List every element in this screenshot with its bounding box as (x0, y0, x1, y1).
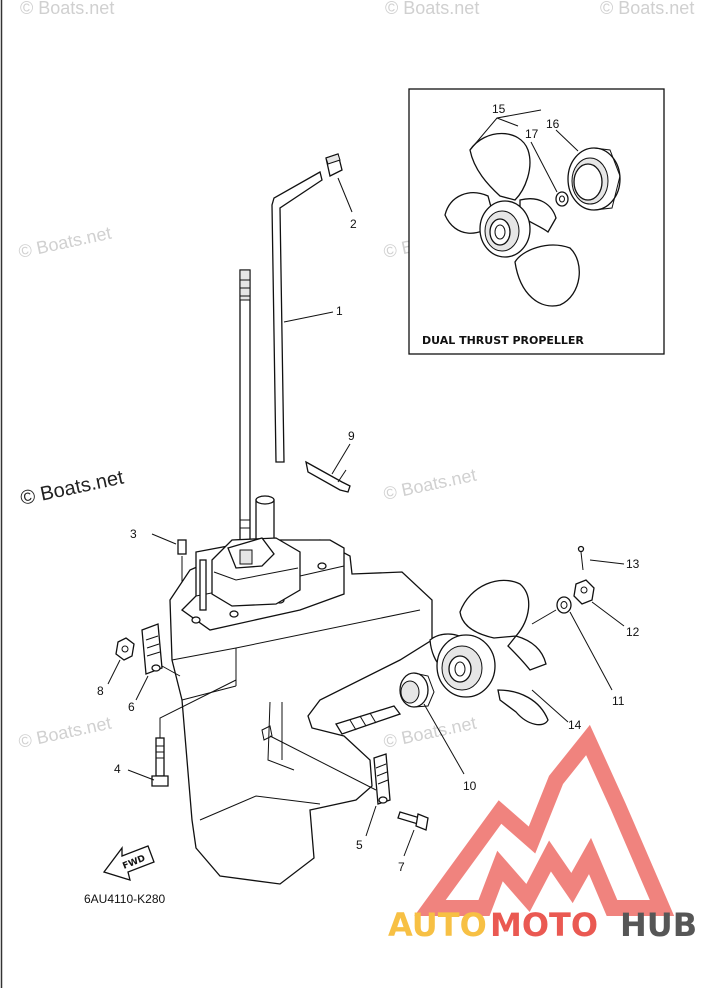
part-4-bolt: 4 (114, 679, 237, 787)
part-1-water-tube: 1 (271, 171, 343, 463)
watermark: © Boats.net (382, 713, 478, 752)
watermark: © Boats.net (382, 465, 478, 504)
callout-13: 13 (626, 557, 640, 571)
brand-moto: MOTO (490, 906, 598, 944)
callout-14: 14 (568, 718, 582, 732)
part-11-washer: 11 (531, 596, 625, 708)
watermark: © Boats.net (600, 0, 694, 18)
callout-5: 5 (356, 838, 363, 852)
callout-12: 12 (626, 625, 640, 639)
watermark: © Boats.net (17, 223, 113, 262)
inset-caption: DUAL THRUST PROPELLER (422, 334, 584, 347)
callout-17: 17 (525, 127, 539, 141)
watermark: © Boats.net (17, 713, 113, 752)
diagram-code: 6AU4110-K280 (84, 892, 165, 906)
callout-10: 10 (463, 779, 477, 793)
drive-shaft (239, 269, 251, 556)
watermark: © Boats.net (385, 0, 479, 18)
callout-16: 16 (546, 117, 560, 131)
inset-box: 15 17 16 DUAL THRUST PROPELLER (408, 88, 665, 355)
callout-8: 8 (97, 684, 104, 698)
callout-6: 6 (128, 700, 135, 714)
inset-propeller (444, 132, 580, 307)
automotohub-logo: AUTO MOTO HUB (388, 724, 697, 944)
callout-9: 9 (348, 429, 355, 443)
brand-auto: AUTO (388, 906, 487, 944)
callout-2: 2 (350, 217, 357, 231)
part-8-nut: 8 (97, 637, 135, 698)
water-tube-seal (255, 495, 275, 547)
callout-1: 1 (336, 304, 343, 318)
watermark-dark: © Boats.net (18, 466, 126, 509)
part-7-screw: 7 (397, 811, 429, 874)
callout-3: 3 (130, 527, 137, 541)
part-6-anode: 6 (128, 623, 181, 714)
lower-casing (169, 537, 433, 885)
part-12-nut: 12 (573, 579, 640, 639)
part-13-cotter-pin: 13 (577, 545, 640, 571)
callout-11: 11 (612, 694, 625, 708)
part-10-spacer: 10 (399, 672, 477, 793)
part-14-propeller: 14 (429, 579, 582, 732)
part-9-damper: 9 (305, 429, 355, 493)
callout-4: 4 (114, 762, 121, 776)
part-2-grommet: 2 (325, 153, 357, 231)
part-5-anode: 5 (269, 735, 391, 852)
inset-spacer (567, 147, 621, 211)
brand-hub: HUB (620, 906, 697, 944)
callout-7: 7 (398, 860, 405, 874)
watermark: © Boats.net (20, 0, 114, 18)
fwd-arrow: FWD (102, 845, 155, 881)
callout-15: 15 (492, 102, 506, 116)
inset-washer (555, 191, 569, 207)
